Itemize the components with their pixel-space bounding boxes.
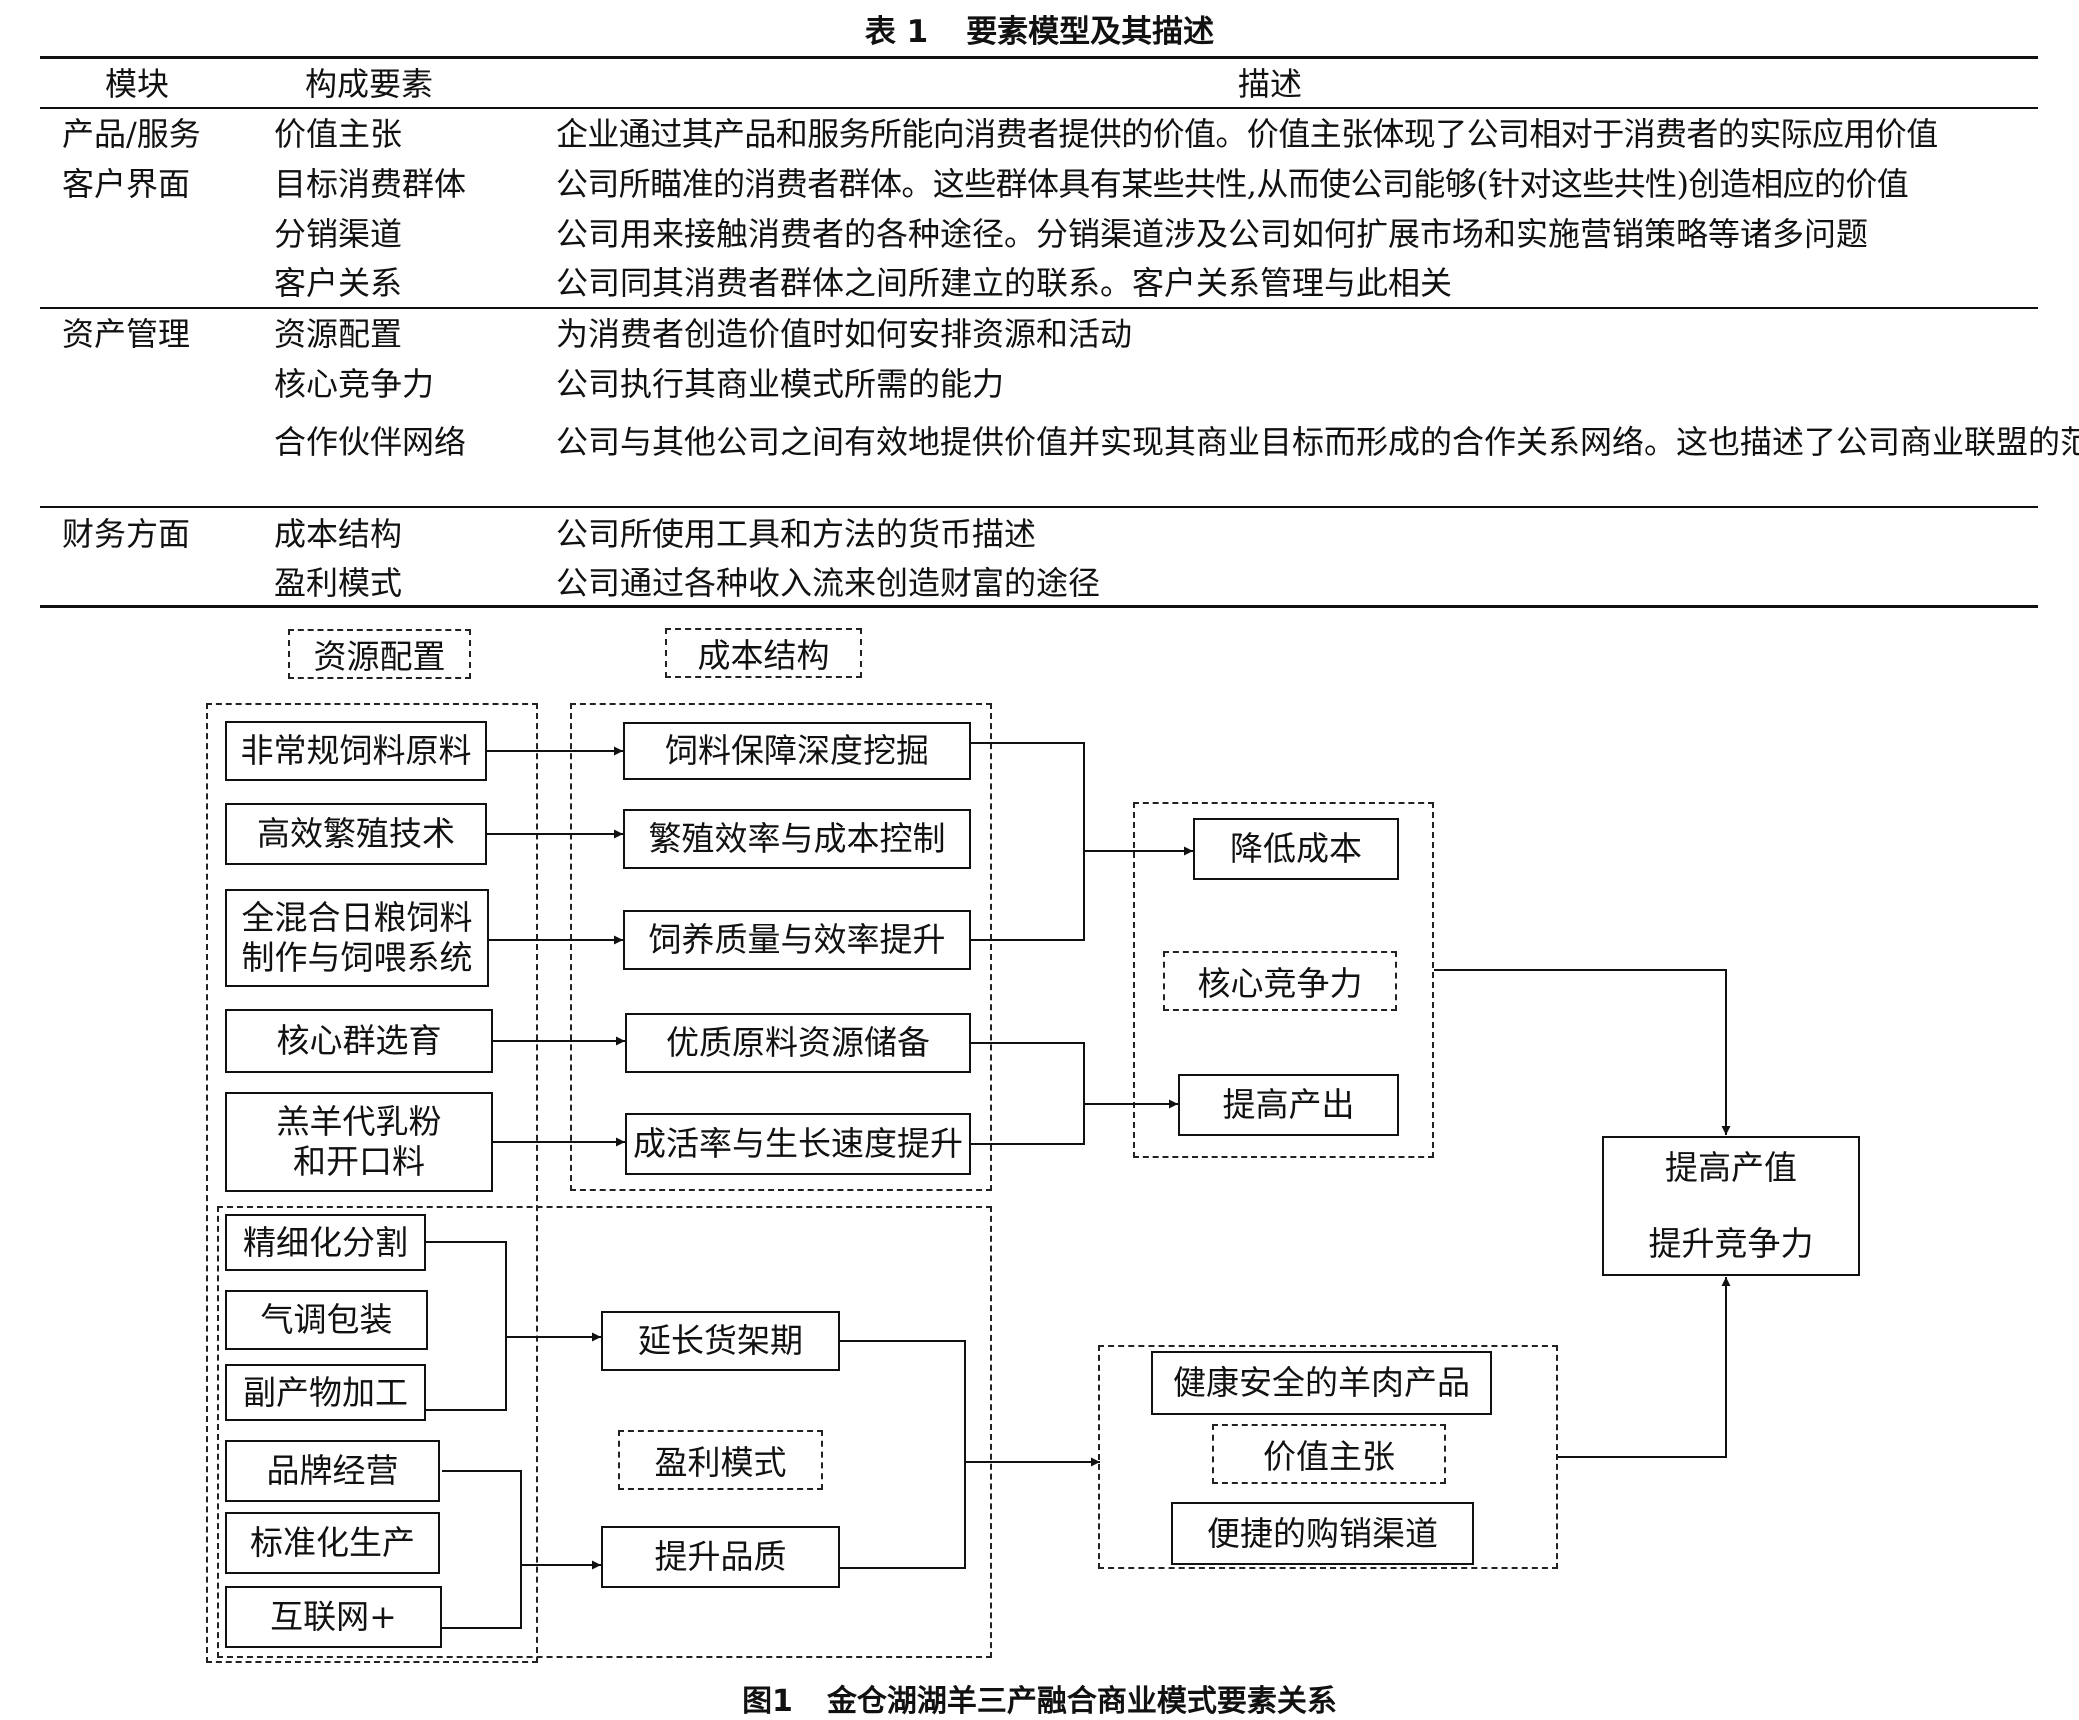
profit-group-frame	[217, 1206, 992, 1658]
label-resource-allocation: 资源配置	[288, 629, 471, 679]
cost-item-box: 饲养质量与效率提升	[623, 910, 971, 970]
table-title: 表 1 要素模型及其描述	[0, 6, 2079, 51]
resource-box: 高效繁殖技术	[225, 803, 487, 865]
increase-output-box: 提高产出	[1178, 1074, 1399, 1136]
header-description: 描述	[1238, 65, 1303, 103]
figure-caption: 图1 金仓湖湖羊三产融合商业模式要素关系	[0, 1676, 2079, 1720]
table-cell-description: 公司所使用工具和方法的货币描述	[556, 515, 1037, 553]
resource-box: 非常规饲料原料	[225, 721, 487, 781]
brand-box: 标准化生产	[225, 1512, 440, 1574]
table-cell-element: 合作伙伴网络	[274, 423, 467, 461]
table-cell-description: 公司通过各种收入流来创造财富的途径	[556, 564, 1101, 602]
cost-item-box: 成活率与生长速度提升	[625, 1113, 971, 1175]
value-group-frame	[1098, 1345, 1558, 1569]
cost-group-frame	[570, 703, 992, 1191]
table-title-text: 要素模型及其描述	[966, 14, 1215, 50]
processing-box: 精细化分割	[225, 1214, 426, 1271]
table-cell-element: 盈利模式	[274, 564, 403, 602]
figure-number: 图1	[742, 1684, 793, 1719]
label-core-competence: 核心竞争力	[1163, 951, 1397, 1011]
table-cell-description: 公司与其他公司之间有效地提供价值并实现其商业目标而形成的合作关系网络。这也描述了…	[556, 423, 2079, 461]
table-cell-description: 为消费者创造价值时如何安排资源和活动	[556, 315, 1133, 353]
header-element: 构成要素	[305, 65, 434, 103]
brand-box: 互联网+	[225, 1586, 442, 1648]
table-cell-module: 财务方面	[62, 515, 191, 553]
table-cell-module: 资产管理	[62, 315, 191, 353]
label-value-proposition: 价值主张	[1212, 1424, 1446, 1484]
table-top-rule	[40, 56, 2038, 59]
table-cell-description: 公司执行其商业模式所需的能力	[556, 365, 1005, 403]
table-cell-element: 分销渠道	[274, 215, 403, 253]
improve-quality-box: 提升品质	[601, 1526, 840, 1588]
figure-caption-text: 金仓湖湖羊三产融合商业模式要素关系	[826, 1684, 1337, 1719]
value-item-box: 健康安全的羊肉产品	[1151, 1351, 1492, 1415]
header-module: 模块	[105, 65, 170, 103]
table-cell-element: 核心竞争力	[274, 365, 435, 403]
table-number: 表 1	[864, 14, 929, 50]
table-group-rule	[40, 506, 2038, 508]
outcome-line: 提高产值	[1665, 1148, 1797, 1187]
processing-box: 气调包装	[225, 1290, 428, 1350]
table-cell-element: 目标消费群体	[274, 165, 467, 203]
processing-box: 副产物加工	[225, 1364, 426, 1421]
extend-shelf-life-box: 延长货架期	[601, 1311, 840, 1371]
table-cell-element: 资源配置	[274, 315, 403, 353]
resource-box: 羔羊代乳粉 和开口料	[225, 1092, 493, 1192]
table-cell-element: 客户关系	[274, 264, 403, 302]
reduce-cost-box: 降低成本	[1193, 818, 1399, 880]
table-header-rule	[40, 107, 2038, 109]
table-cell-module: 客户界面	[62, 165, 191, 203]
resource-box: 全混合日粮饲料 制作与饲喂系统	[225, 889, 489, 987]
value-item-box: 便捷的购销渠道	[1171, 1502, 1474, 1565]
resource-group-frame	[206, 703, 538, 1663]
label-cost-structure: 成本结构	[665, 628, 862, 678]
outcome-line: 提升竞争力	[1648, 1224, 1814, 1263]
core-group-frame	[1133, 802, 1434, 1158]
outcome-box: 提高产值提升竞争力	[1602, 1136, 1860, 1276]
label-profit-model: 盈利模式	[618, 1430, 823, 1490]
table-cell-element: 成本结构	[274, 515, 403, 553]
table-cell-description: 公司所瞄准的消费者群体。这些群体具有某些共性,从而使公司能够(针对这些共性)创造…	[556, 165, 1909, 203]
resource-box: 核心群选育	[225, 1009, 493, 1073]
table-cell-description: 企业通过其产品和服务所能向消费者提供的价值。价值主张体现了公司相对于消费者的实际…	[556, 115, 1938, 153]
brand-box: 品牌经营	[225, 1440, 440, 1502]
table-bottom-rule	[40, 605, 2038, 608]
table-cell-element: 价值主张	[274, 115, 403, 153]
cost-item-box: 繁殖效率与成本控制	[623, 809, 971, 869]
cost-item-box: 饲料保障深度挖掘	[623, 722, 971, 780]
table-cell-description: 公司同其消费者群体之间所建立的联系。客户关系管理与此相关	[556, 264, 1453, 302]
cost-item-box: 优质原料资源储备	[625, 1013, 971, 1073]
table-group-rule	[40, 307, 2038, 309]
table-cell-module: 产品/服务	[62, 115, 201, 153]
table-cell-description: 公司用来接触消费者的各种途径。分销渠道涉及公司如何扩展市场和实施营销策略等诸多问…	[556, 215, 1869, 253]
